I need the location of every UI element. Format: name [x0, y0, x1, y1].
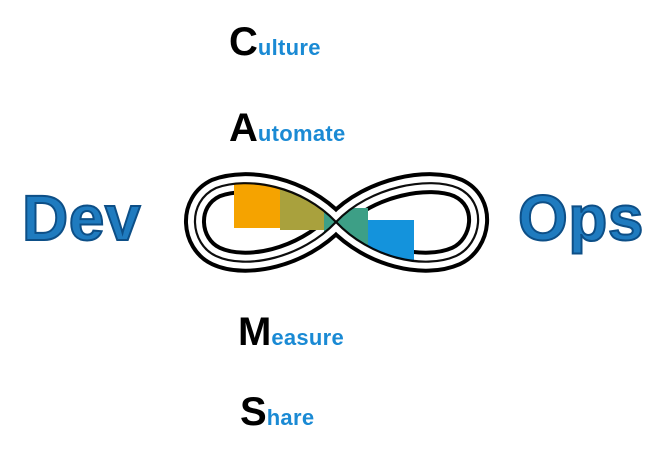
cams-item-share: Share [240, 392, 314, 432]
cams-item-culture: Culture [229, 22, 321, 62]
cams-word-rest: utomate [257, 121, 346, 146]
cams-word-rest: easure [271, 325, 345, 350]
infinity-loop-icon [184, 172, 490, 273]
cams-initial-letter: S [240, 390, 267, 434]
cams-initial-letter: C [229, 20, 258, 64]
cams-item-automate: Automate [229, 108, 346, 148]
cams-initial-letter: A [229, 106, 258, 150]
ops-label: Ops [517, 182, 644, 254]
cams-item-measure: Measure [238, 312, 344, 352]
dev-label: Dev [21, 182, 141, 254]
cams-word-rest: hare [266, 405, 315, 430]
cams-word-rest: ulture [257, 35, 321, 60]
cams-initial-letter: M [238, 310, 272, 354]
segment-orange [234, 183, 280, 228]
